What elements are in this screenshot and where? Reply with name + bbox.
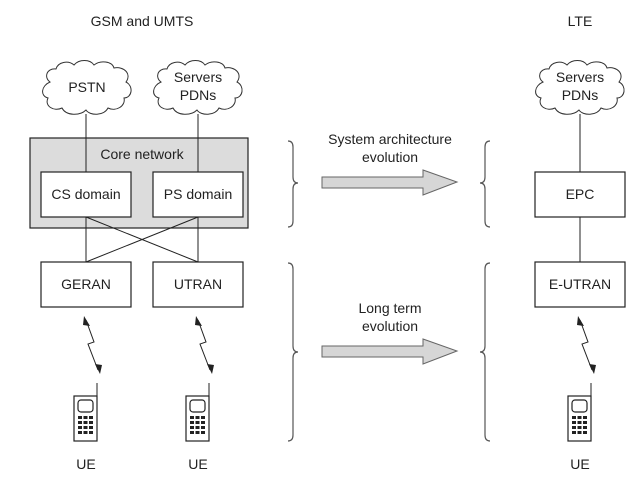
ue-label-lte: UE <box>570 456 589 472</box>
link-ps-geran <box>85 216 199 263</box>
mobile-phone-icon <box>567 382 592 442</box>
geran-label: GERAN <box>61 276 111 292</box>
radio-link-icon <box>194 315 215 375</box>
ue-label-utran: UE <box>188 456 207 472</box>
sae-label-line1: System architecture <box>328 131 452 147</box>
pstn-cloud: PSTN <box>42 60 132 115</box>
mobile-phone-icon <box>73 382 98 442</box>
brace-left-top <box>287 140 299 228</box>
pdns-label: PDNs <box>562 87 599 103</box>
servers-pdns-cloud-right: Servers PDNs <box>535 60 625 115</box>
sae-arrow <box>321 169 459 196</box>
ue-label-geran: UE <box>76 456 95 472</box>
brace-right-bottom <box>479 262 491 442</box>
radio-link-icon <box>82 315 103 375</box>
servers-label: Servers <box>556 69 604 85</box>
sae-label-line2: evolution <box>362 149 418 165</box>
pstn-label: PSTN <box>68 79 105 95</box>
radio-link-icon <box>576 315 597 375</box>
ps-domain-box <box>152 171 244 218</box>
brace-left-bottom <box>287 262 299 442</box>
lte-label-line2: evolution <box>362 318 418 334</box>
header-gsm-umts: GSM and UMTS <box>91 13 194 29</box>
epc-box <box>534 171 626 218</box>
epc-label: EPC <box>566 186 595 202</box>
utran-label: UTRAN <box>174 276 222 292</box>
lte-label-line1: Long term <box>358 300 421 316</box>
pdns-label: PDNs <box>180 87 217 103</box>
ps-domain-label: PS domain <box>164 186 232 202</box>
header-lte: LTE <box>568 13 593 29</box>
geran-box <box>40 261 132 308</box>
eutran-label: E-UTRAN <box>549 276 611 292</box>
cs-domain-label: CS domain <box>51 186 120 202</box>
utran-box <box>152 261 244 308</box>
servers-label: Servers <box>174 69 222 85</box>
servers-pdns-cloud-left: Servers PDNs <box>153 60 243 115</box>
mobile-phone-icon <box>185 382 210 442</box>
core-network-label: Core network <box>100 146 184 162</box>
lte-arrow <box>321 338 459 365</box>
brace-right-top <box>479 140 491 228</box>
eutran-box <box>534 261 626 308</box>
